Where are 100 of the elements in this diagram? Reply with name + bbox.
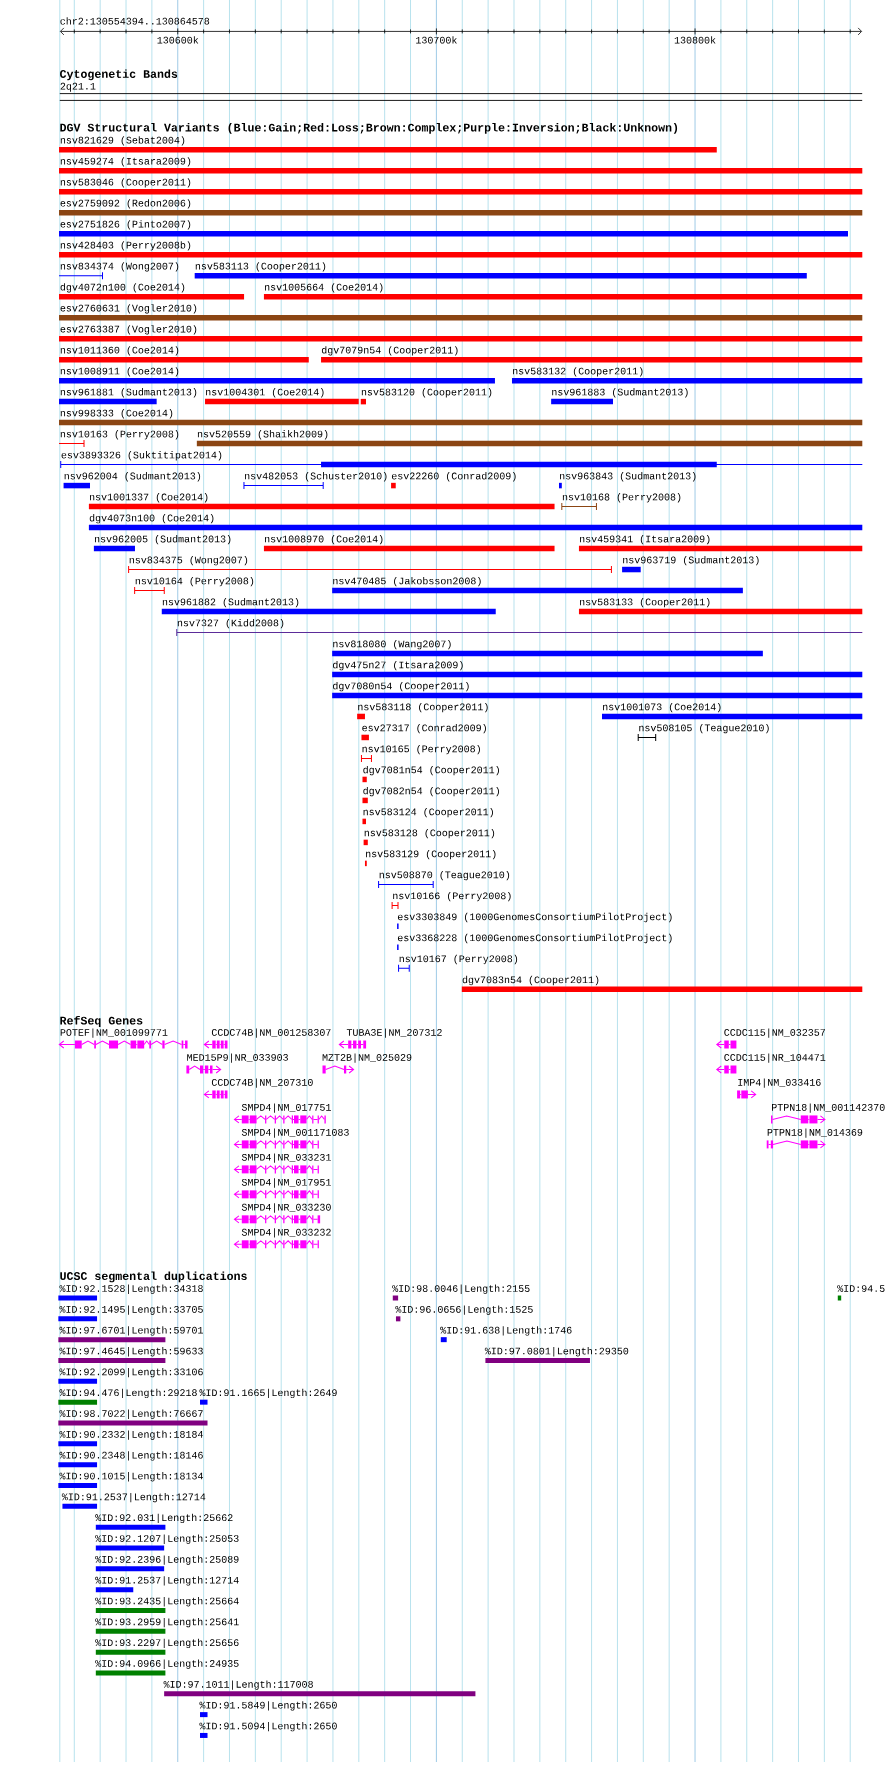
variant-label: esv3893326 (Suktitipat2014) (61, 451, 222, 461)
band-label: 2q21.1 (60, 82, 96, 92)
duplication-label: %ID:90.1015|Length:18134 (59, 1472, 203, 1482)
duplication-label: %ID:93.2435|Length:25664 (95, 1597, 239, 1607)
duplication-label: %ID:98.0046|Length:2155 (392, 1284, 530, 1294)
duplication-label: %ID:92.1207|Length:25053 (95, 1534, 239, 1544)
duplication-label: %ID:90.2332|Length:18184 (59, 1430, 203, 1440)
duplication-label: %ID:92.1528|Length:34318 (59, 1284, 203, 1294)
variant-label: nsv508105 (Teague2010) (639, 723, 769, 734)
duplication-label: %ID:92.031|Length:25662 (95, 1513, 233, 1524)
duplication-label: %ID:93.2959|Length:25641 (95, 1617, 239, 1628)
tick-label: 130800k (674, 36, 716, 44)
position-label: chr2:130554394..130864578 (60, 17, 210, 25)
variant-label: esv2759092 (Redon2006) (60, 199, 191, 209)
variant-label: nsv834375 (Wong2007) (129, 556, 248, 566)
gene-label: SMPD4|NM_017951 (241, 1178, 331, 1188)
variant-label: nsv963719 (Sudmant2013) (623, 556, 759, 566)
variant-label: nsv470485 (Jakobsson2008) (333, 577, 481, 587)
gene-label: SMPD4|NM_017751 (241, 1103, 331, 1113)
tick-label: 130700k (416, 36, 457, 44)
duplication-label: %ID:91.5094|Length:2650 (199, 1722, 337, 1732)
variant-label: dgv4072n100 (Coe2014) (60, 283, 185, 293)
variant-label: nsv963843 (Sudmant2013) (560, 472, 696, 482)
gene-label: CCDC74B|NM_207310 (211, 1078, 313, 1088)
variant-label: esv2760631 (Vogler2010) (60, 304, 197, 314)
gene-label: CCDC74B|NM_001258307 (211, 1028, 331, 1038)
variant-label: esv27317 (Conrad2009) (362, 723, 486, 734)
gene-label: CCDC115|NM_032357 (724, 1028, 825, 1038)
gene-label: MED15P9|NR_033903 (187, 1053, 288, 1063)
duplication-label: %ID:94.5 (837, 1285, 885, 1292)
variant-label: nsv520559 (Shaikh2009) (197, 430, 328, 440)
duplication-label: %ID:91.638|Length:1746 (440, 1326, 572, 1336)
variant-label: nsv583124 (Cooper2011) (363, 807, 493, 818)
duplication-label: %ID:97.0801|Length:29350 (484, 1347, 629, 1357)
gene-label: IMP4|NM_033416 (738, 1078, 821, 1088)
variant-label: nsv10164 (Perry2008) (135, 577, 254, 587)
duplication-label: %ID:91.5849|Length:2650 (199, 1701, 337, 1711)
variant-label: nsv1001337 (Coe2014) (89, 493, 208, 503)
variant-label: nsv10163 (Perry2008) (60, 430, 179, 440)
gene-label: SMPD4|NR_033231 (241, 1153, 331, 1163)
duplication-label: %ID:97.4645|Length:59633 (59, 1347, 203, 1357)
variant-label: nsv821629 (Sebat2004) (60, 136, 185, 146)
variant-label: nsv583132 (Cooper2011) (513, 367, 643, 377)
variant-label: nsv7327 (Kidd2008) (177, 619, 284, 629)
variant-label: nsv834374 (Wong2007) (60, 262, 179, 272)
variant-label: nsv1004301 (Coe2014) (206, 388, 324, 398)
variant-label: nsv1005664 (Coe2014) (265, 283, 383, 293)
variant-label: nsv583129 (Cooper2011) (366, 849, 496, 860)
variant-label: nsv482053 (Schuster2010) (245, 472, 387, 482)
variant-label: esv2763387 (Vogler2010) (60, 325, 197, 335)
duplication-label: %ID:92.1495|Length:33705 (59, 1305, 203, 1315)
duplication-label: %ID:97.1011|Length:117008 (163, 1680, 313, 1690)
variant-label: dgv475n27 (Itsara2009) (333, 661, 463, 671)
variant-label: nsv583128 (Cooper2011) (364, 828, 495, 839)
variant-label: dgv4073n100 (Coe2014) (89, 514, 214, 524)
variant-label: nsv1011360 (Coe2014) (60, 346, 179, 356)
variant-label: nsv583120 (Cooper2011) (361, 388, 492, 398)
variant-label: nsv1008970 (Coe2014) (265, 535, 383, 545)
variant-label: nsv10165 (Perry2008) (362, 744, 480, 755)
gene-label: CCDC115|NR_104471 (724, 1053, 826, 1063)
variant-label: esv3303849 (1000GenomesConsortiumPilotProject) (397, 912, 672, 923)
variant-label: nsv962005 (Sudmant2013) (94, 535, 231, 545)
duplication-label: %ID:93.2297|Length:25656 (95, 1638, 239, 1649)
variant-label: nsv10167 (Perry2008) (399, 954, 518, 965)
variant-label: nsv583118 (Cooper2011) (358, 702, 488, 713)
track-title: RefSeq Genes (60, 1015, 143, 1027)
duplication-label: %ID:94.0966|Length:24935 (95, 1659, 239, 1669)
variant-label: nsv10166 (Perry2008) (393, 891, 511, 902)
duplication-label: %ID:96.0656|Length:1525 (395, 1305, 533, 1315)
gene-label: POTEF|NM_001099771 (60, 1028, 168, 1038)
variant-label: dgv7079n54 (Cooper2011) (321, 346, 458, 356)
variant-label: nsv818080 (Wang2007) (333, 640, 451, 650)
duplication-label: %ID:91.1665|Length:2649 (199, 1388, 337, 1399)
duplication-label: %ID:91.2537|Length:12714 (95, 1576, 239, 1586)
gene-label: SMPD4|NR_033232 (241, 1228, 331, 1238)
gene-label: PTPN18|NM_014369 (767, 1128, 863, 1138)
variant-label: nsv508870 (Teague2010) (379, 870, 510, 881)
variant-label: nsv961882 (Sudmant2013) (162, 598, 299, 608)
gene-label: MZT2B|NM_025029 (322, 1053, 412, 1063)
variant-label: dgv7081n54 (Cooper2011) (363, 765, 499, 776)
variant-label: nsv583046 (Cooper2011) (60, 178, 191, 188)
variant-label: nsv962004 (Sudmant2013) (64, 472, 201, 482)
variant-label: nsv1001073 (Coe2014) (603, 702, 721, 713)
variant-label: nsv961881 (Sudmant2013) (60, 388, 197, 398)
gene-label: PTPN18|NM_001142370 (772, 1103, 885, 1113)
variant-label: esv2751826 (Pinto2007) (60, 220, 191, 230)
variant-label: dgv7083n54 (Cooper2011) (462, 975, 599, 986)
duplication-label: %ID:92.2099|Length:33106 (59, 1367, 203, 1378)
track-title: Cytogenetic Bands (60, 69, 178, 81)
variant-label: nsv583133 (Cooper2011) (580, 598, 710, 608)
duplication-label: %ID:98.7022|Length:76667 (59, 1409, 203, 1419)
gene-label: SMPD4|NM_001171083 (241, 1128, 349, 1138)
tick-label: 130600k (157, 36, 199, 44)
gene-label: TUBA3E|NM_207312 (346, 1028, 442, 1038)
duplication-label: %ID:92.2396|Length:25089 (95, 1555, 239, 1565)
variant-label: dgv7082n54 (Cooper2011) (363, 786, 499, 797)
variant-label: dgv7080n54 (Cooper2011) (333, 682, 469, 692)
duplication-label: %ID:90.2348|Length:18146 (59, 1451, 203, 1461)
track-title: UCSC segmental duplications (60, 1271, 247, 1283)
variant-label: nsv428403 (Perry2008b) (60, 241, 191, 251)
